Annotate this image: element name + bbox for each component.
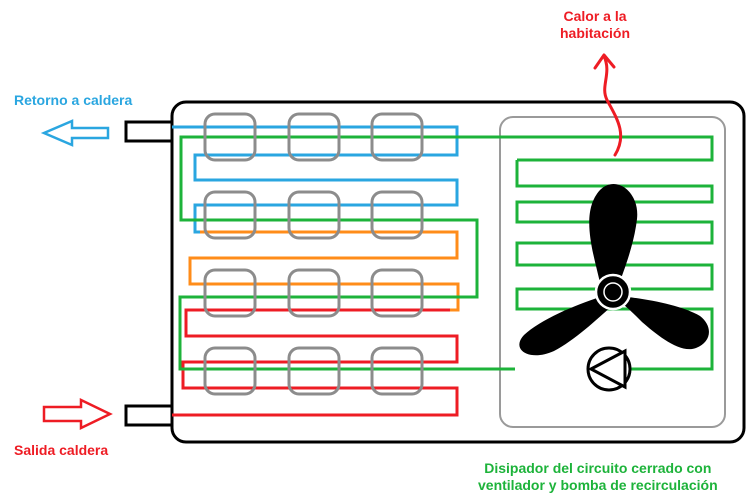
heat-wave-arrow-icon [593,53,623,157]
closed-circuit-exchanger [178,135,714,371]
plate [203,112,257,162]
fan-icon [519,183,709,356]
plate [370,112,424,162]
fan-blade-left [519,297,612,356]
return-to-boiler-label: Retorno a caldera [14,92,133,108]
fan-hub-center [603,282,623,302]
heat-to-room-label: Calor a la habitación [559,8,630,41]
fan-blade-right [620,297,709,350]
plate [370,346,424,396]
plate [203,190,257,240]
plate [203,346,257,396]
return-pipe-stub [124,120,174,143]
output-arrow-icon [42,398,113,430]
plate [370,190,424,240]
warm-circuit [188,230,460,312]
dissipator-label: Disipador del circuito cerrado con venti… [478,460,718,493]
dissipator-enclosure [499,116,726,428]
plate [287,112,341,162]
plate [370,268,424,318]
plate [203,268,257,318]
exchanger-plates [203,112,424,396]
output-pipe-stub [124,404,174,427]
plate [287,268,341,318]
plate [287,190,341,240]
hot-circuit [172,308,459,417]
boiler-output-label: Salida caldera [14,442,109,458]
fan-blade-top [589,183,638,287]
pump-icon [586,346,632,392]
return-arrow-icon [40,119,110,147]
plate [287,346,341,396]
